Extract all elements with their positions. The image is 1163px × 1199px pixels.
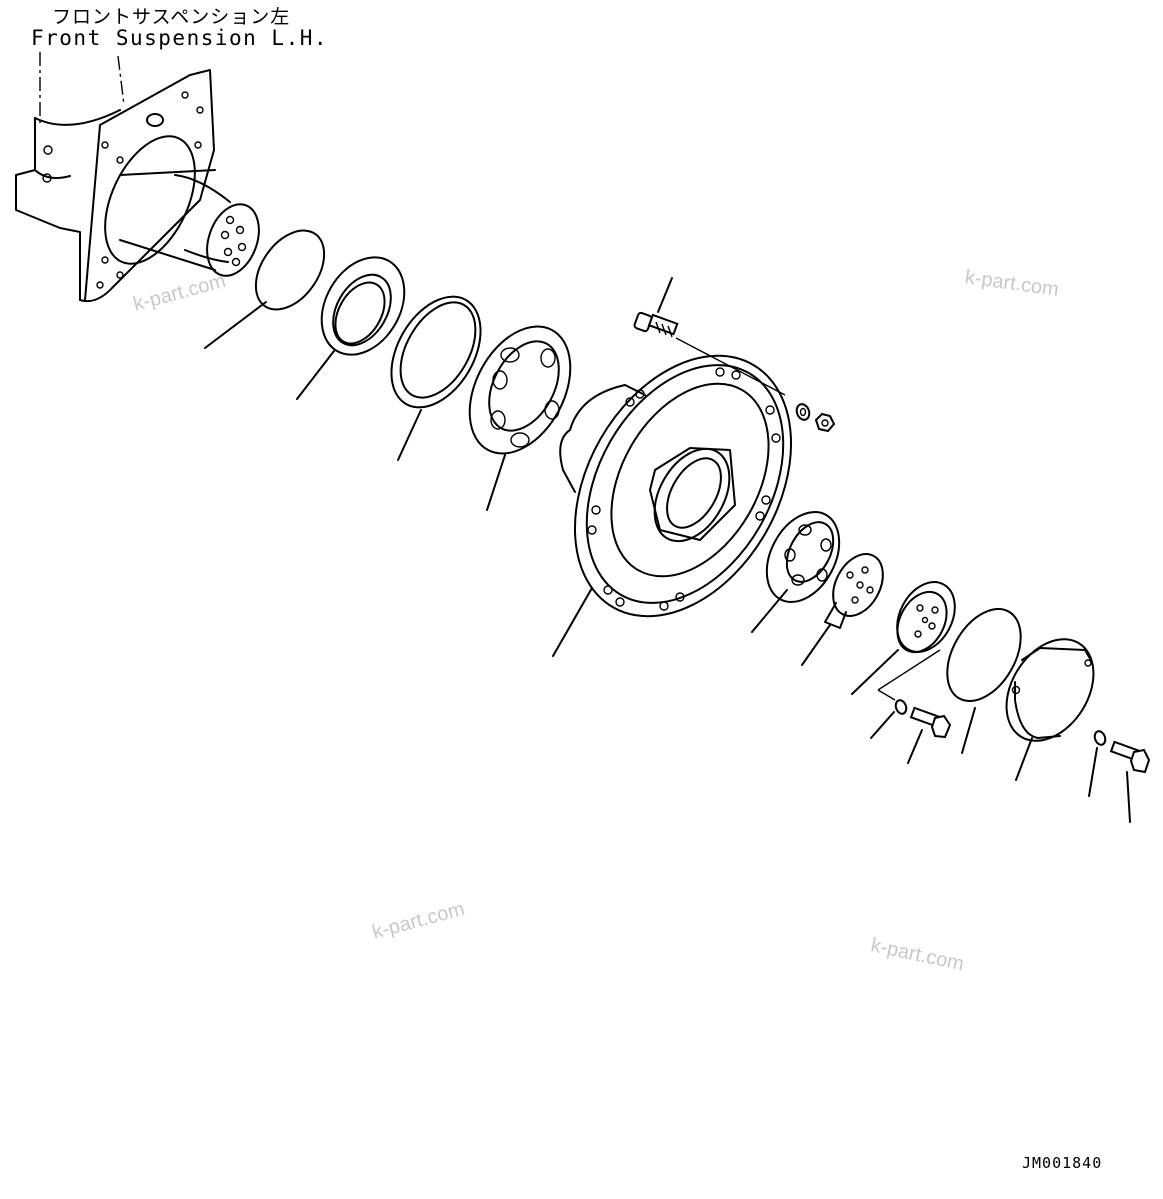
retainer-plate (851, 581, 956, 701)
hub-cover (1005, 638, 1095, 781)
oil-seal (296, 256, 406, 400)
inner-bearing (468, 325, 572, 511)
drawing-code: JM001840 (1022, 1154, 1103, 1172)
plate-bolt (907, 706, 952, 764)
outer-bearing (751, 511, 841, 633)
seal-ring (390, 295, 482, 461)
plate-washer (870, 699, 908, 739)
wheel-hub (552, 354, 793, 657)
suspension-mount (15, 52, 260, 303)
diagram-title-japanese: フロントサスペンション左 (52, 6, 291, 28)
cover-bolt (1109, 740, 1151, 823)
diagram-title-english: Front Suspension L.H. (31, 26, 329, 50)
nut (814, 412, 836, 433)
washer (795, 403, 811, 421)
o-ring (204, 229, 326, 349)
lock-plate (801, 553, 884, 666)
cover-washer (1088, 730, 1107, 797)
hub-bolt (633, 277, 786, 396)
cover-o-ring (946, 608, 1022, 754)
